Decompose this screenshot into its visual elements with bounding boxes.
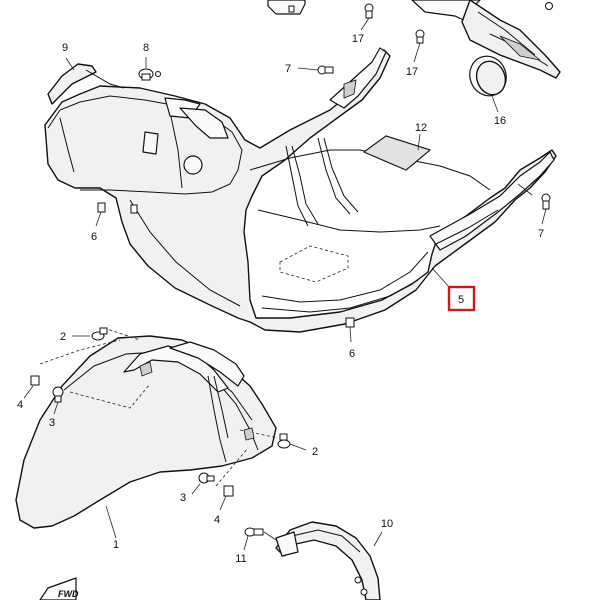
callout-6-bottom: 6 xyxy=(349,348,355,360)
grommet-16 xyxy=(469,55,507,113)
fastener-top-right xyxy=(545,2,553,10)
fastener-17-top xyxy=(360,3,374,31)
callout-5: 5 xyxy=(458,294,464,306)
callout-17-right: 17 xyxy=(406,66,418,78)
callout-11: 11 xyxy=(235,553,246,565)
callout-12: 12 xyxy=(415,122,427,134)
bracket-9 xyxy=(47,57,125,105)
clip-6-left xyxy=(95,202,138,227)
callout-1: 1 xyxy=(113,539,119,551)
bolt-3-left xyxy=(52,386,64,415)
top-bracket-part xyxy=(267,0,306,15)
callout-4-right: 4 xyxy=(214,514,220,526)
leg-shield-cover-5 xyxy=(44,47,557,333)
mudguard-10 xyxy=(275,521,383,600)
callout-16: 16 xyxy=(494,115,506,127)
top-right-cover-part xyxy=(411,0,561,79)
fastener-7-right xyxy=(517,183,551,225)
front-fender-1 xyxy=(15,327,279,539)
callout-5-highlight[interactable]: 5 xyxy=(447,285,476,312)
callout-8: 8 xyxy=(143,42,149,54)
callout-10: 10 xyxy=(381,518,393,530)
fwd-label: FWD xyxy=(58,589,79,599)
callout-2-lower: 2 xyxy=(312,446,318,458)
callout-9: 9 xyxy=(62,42,68,54)
callout-7-top: 7 xyxy=(285,63,291,75)
callout-17-top: 17 xyxy=(352,33,364,45)
leader-5 xyxy=(431,267,451,289)
fastener-17-right xyxy=(413,29,425,63)
clip-6-bottom xyxy=(345,317,355,343)
washer-4-right xyxy=(219,485,234,511)
fwd-arrow-marker: FWD xyxy=(39,577,79,600)
callout-7-right: 7 xyxy=(538,228,544,240)
bolt-11 xyxy=(243,527,277,551)
callout-4-left: 4 xyxy=(17,399,23,411)
highlight-box xyxy=(447,285,476,312)
screw-2-lower xyxy=(277,433,307,451)
clip-8 xyxy=(138,57,161,81)
callout-2-upper: 2 xyxy=(60,331,66,343)
callout-3-left: 3 xyxy=(49,417,55,429)
callout-3-right: 3 xyxy=(180,492,186,504)
washer-4-left xyxy=(23,375,40,399)
fastener-7-top xyxy=(297,65,334,75)
screw-2-upper xyxy=(72,327,108,341)
callout-6-left: 6 xyxy=(91,231,97,243)
label-sticker-12 xyxy=(363,133,431,171)
bolt-3-right xyxy=(191,472,215,495)
